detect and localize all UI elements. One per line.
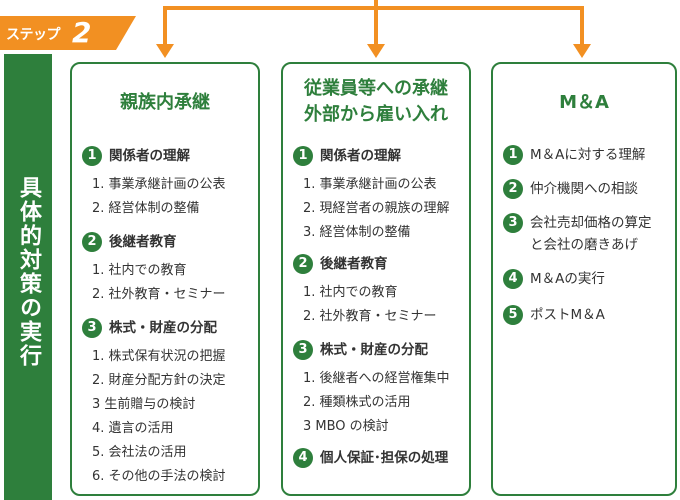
list-item: 1. 社内での教育 [92, 263, 187, 278]
connector-arrows [156, 0, 591, 58]
panel-title: 親族内承継 [120, 92, 210, 113]
section-title: 関係者の理解 [109, 148, 190, 164]
arrowhead-center [367, 44, 385, 58]
sidebar-heading: 具体的対策の実行 [4, 54, 52, 500]
step-label: ステップ [6, 27, 61, 43]
section-title-line: と会社の磨きあげ [530, 237, 638, 253]
section-heading: 3 会社売却価格の算定 と会社の磨きあげ [503, 212, 652, 256]
step-number: 2 [72, 16, 92, 49]
section-heading: 1 関係者の理解 [293, 146, 401, 166]
section-heading: 5 ポストM＆A [503, 304, 605, 326]
section-heading: 2 後継者教育 [293, 254, 388, 274]
number-badge: 1 [82, 146, 102, 166]
section-heading: 1 関係者の理解 [82, 146, 190, 166]
section-title: 仲介機関への相談 [530, 181, 638, 197]
list-item: 2. 社外教育・セミナー [303, 309, 437, 324]
list-item: 6. その他の手法の検討 [92, 469, 226, 484]
section-title: 個人保証･担保の処理 [320, 450, 449, 466]
number-badge: 3 [293, 340, 313, 360]
number-badge: 3 [82, 318, 102, 338]
panel-family-succession: 親族内承継 1 関係者の理解 1. 事業承継計画の公表 2. 経営体制の整備 2… [70, 62, 260, 496]
section-heading: 4 M＆Aの実行 [503, 268, 605, 290]
arrowhead-right [573, 44, 591, 58]
panel-title-line: 外部から雇い入れ [304, 104, 448, 125]
section-title: 株式・財産の分配 [109, 320, 217, 336]
panel-title-line: 従業員等への承継 [304, 78, 448, 99]
section-title: 会社売却価格の算定 と会社の磨きあげ [530, 212, 652, 256]
section-title: 関係者の理解 [320, 148, 401, 164]
sidebar-label: 具体的対策の実行 [16, 176, 41, 368]
number-badge: 4 [293, 448, 313, 468]
number-badge: 3 [503, 213, 523, 233]
section-heading: 2 後継者教育 [82, 232, 177, 252]
list-item: 2. 社外教育・セミナー [92, 287, 226, 302]
number-badge: 4 [503, 269, 523, 289]
panel-employee-succession: 従業員等への承継 外部から雇い入れ 1 関係者の理解 1. 事業承継計画の公表 … [281, 62, 471, 496]
number-badge: 1 [503, 145, 523, 165]
section-title: 後継者教育 [320, 256, 388, 272]
number-badge: 2 [503, 179, 523, 199]
panel-title: M＆A [559, 92, 609, 113]
section-title-line: 会社売却価格の算定 [530, 215, 652, 231]
section-title: 株式・財産の分配 [320, 342, 428, 358]
number-badge: 2 [82, 232, 102, 252]
panel-m-and-a: M＆A 1 M＆Aに対する理解 2 仲介機関への相談 3 会社売却価格の算定 と… [491, 62, 677, 496]
list-item: 1. 事業承継計画の公表 [303, 177, 437, 192]
list-item: 4. 遺言の活用 [92, 421, 174, 436]
number-badge: 2 [293, 254, 313, 274]
list-item: 2. 財産分配方針の決定 [92, 373, 226, 388]
list-item: 2. 現経営者の親族の理解 [303, 201, 450, 216]
list-item: 1. 後継者への経営権集中 [303, 371, 450, 386]
section-heading: 4 個人保証･担保の処理 [293, 448, 448, 468]
arrowhead-left [156, 44, 174, 58]
step-badge: ステップ 2 [0, 16, 136, 50]
list-item: 5. 会社法の活用 [92, 445, 187, 460]
section-title: ポストM＆A [530, 307, 605, 323]
list-item: 2. 経営体制の整備 [92, 201, 200, 216]
list-item: 3. 経営体制の整備 [303, 225, 411, 240]
section-heading: 3 株式・財産の分配 [82, 318, 217, 338]
number-badge: 5 [503, 305, 523, 325]
list-item: 1. 社内での教育 [303, 285, 398, 300]
section-heading: 3 株式・財産の分配 [293, 340, 428, 360]
number-badge: 1 [293, 146, 313, 166]
list-item: 3 MBO の検討 [303, 419, 389, 434]
list-item: 1. 株式保有状況の把握 [92, 349, 226, 364]
section-title: 後継者教育 [109, 234, 177, 250]
section-title: M＆Aに対する理解 [530, 147, 646, 163]
list-item: 2. 種類株式の活用 [303, 395, 411, 410]
section-title: M＆Aの実行 [530, 271, 605, 287]
list-item: 3 生前贈与の検討 [92, 397, 196, 412]
list-item: 1. 事業承継計画の公表 [92, 177, 226, 192]
section-heading: 2 仲介機関への相談 [503, 178, 638, 200]
section-heading: 1 M＆Aに対する理解 [503, 144, 645, 166]
